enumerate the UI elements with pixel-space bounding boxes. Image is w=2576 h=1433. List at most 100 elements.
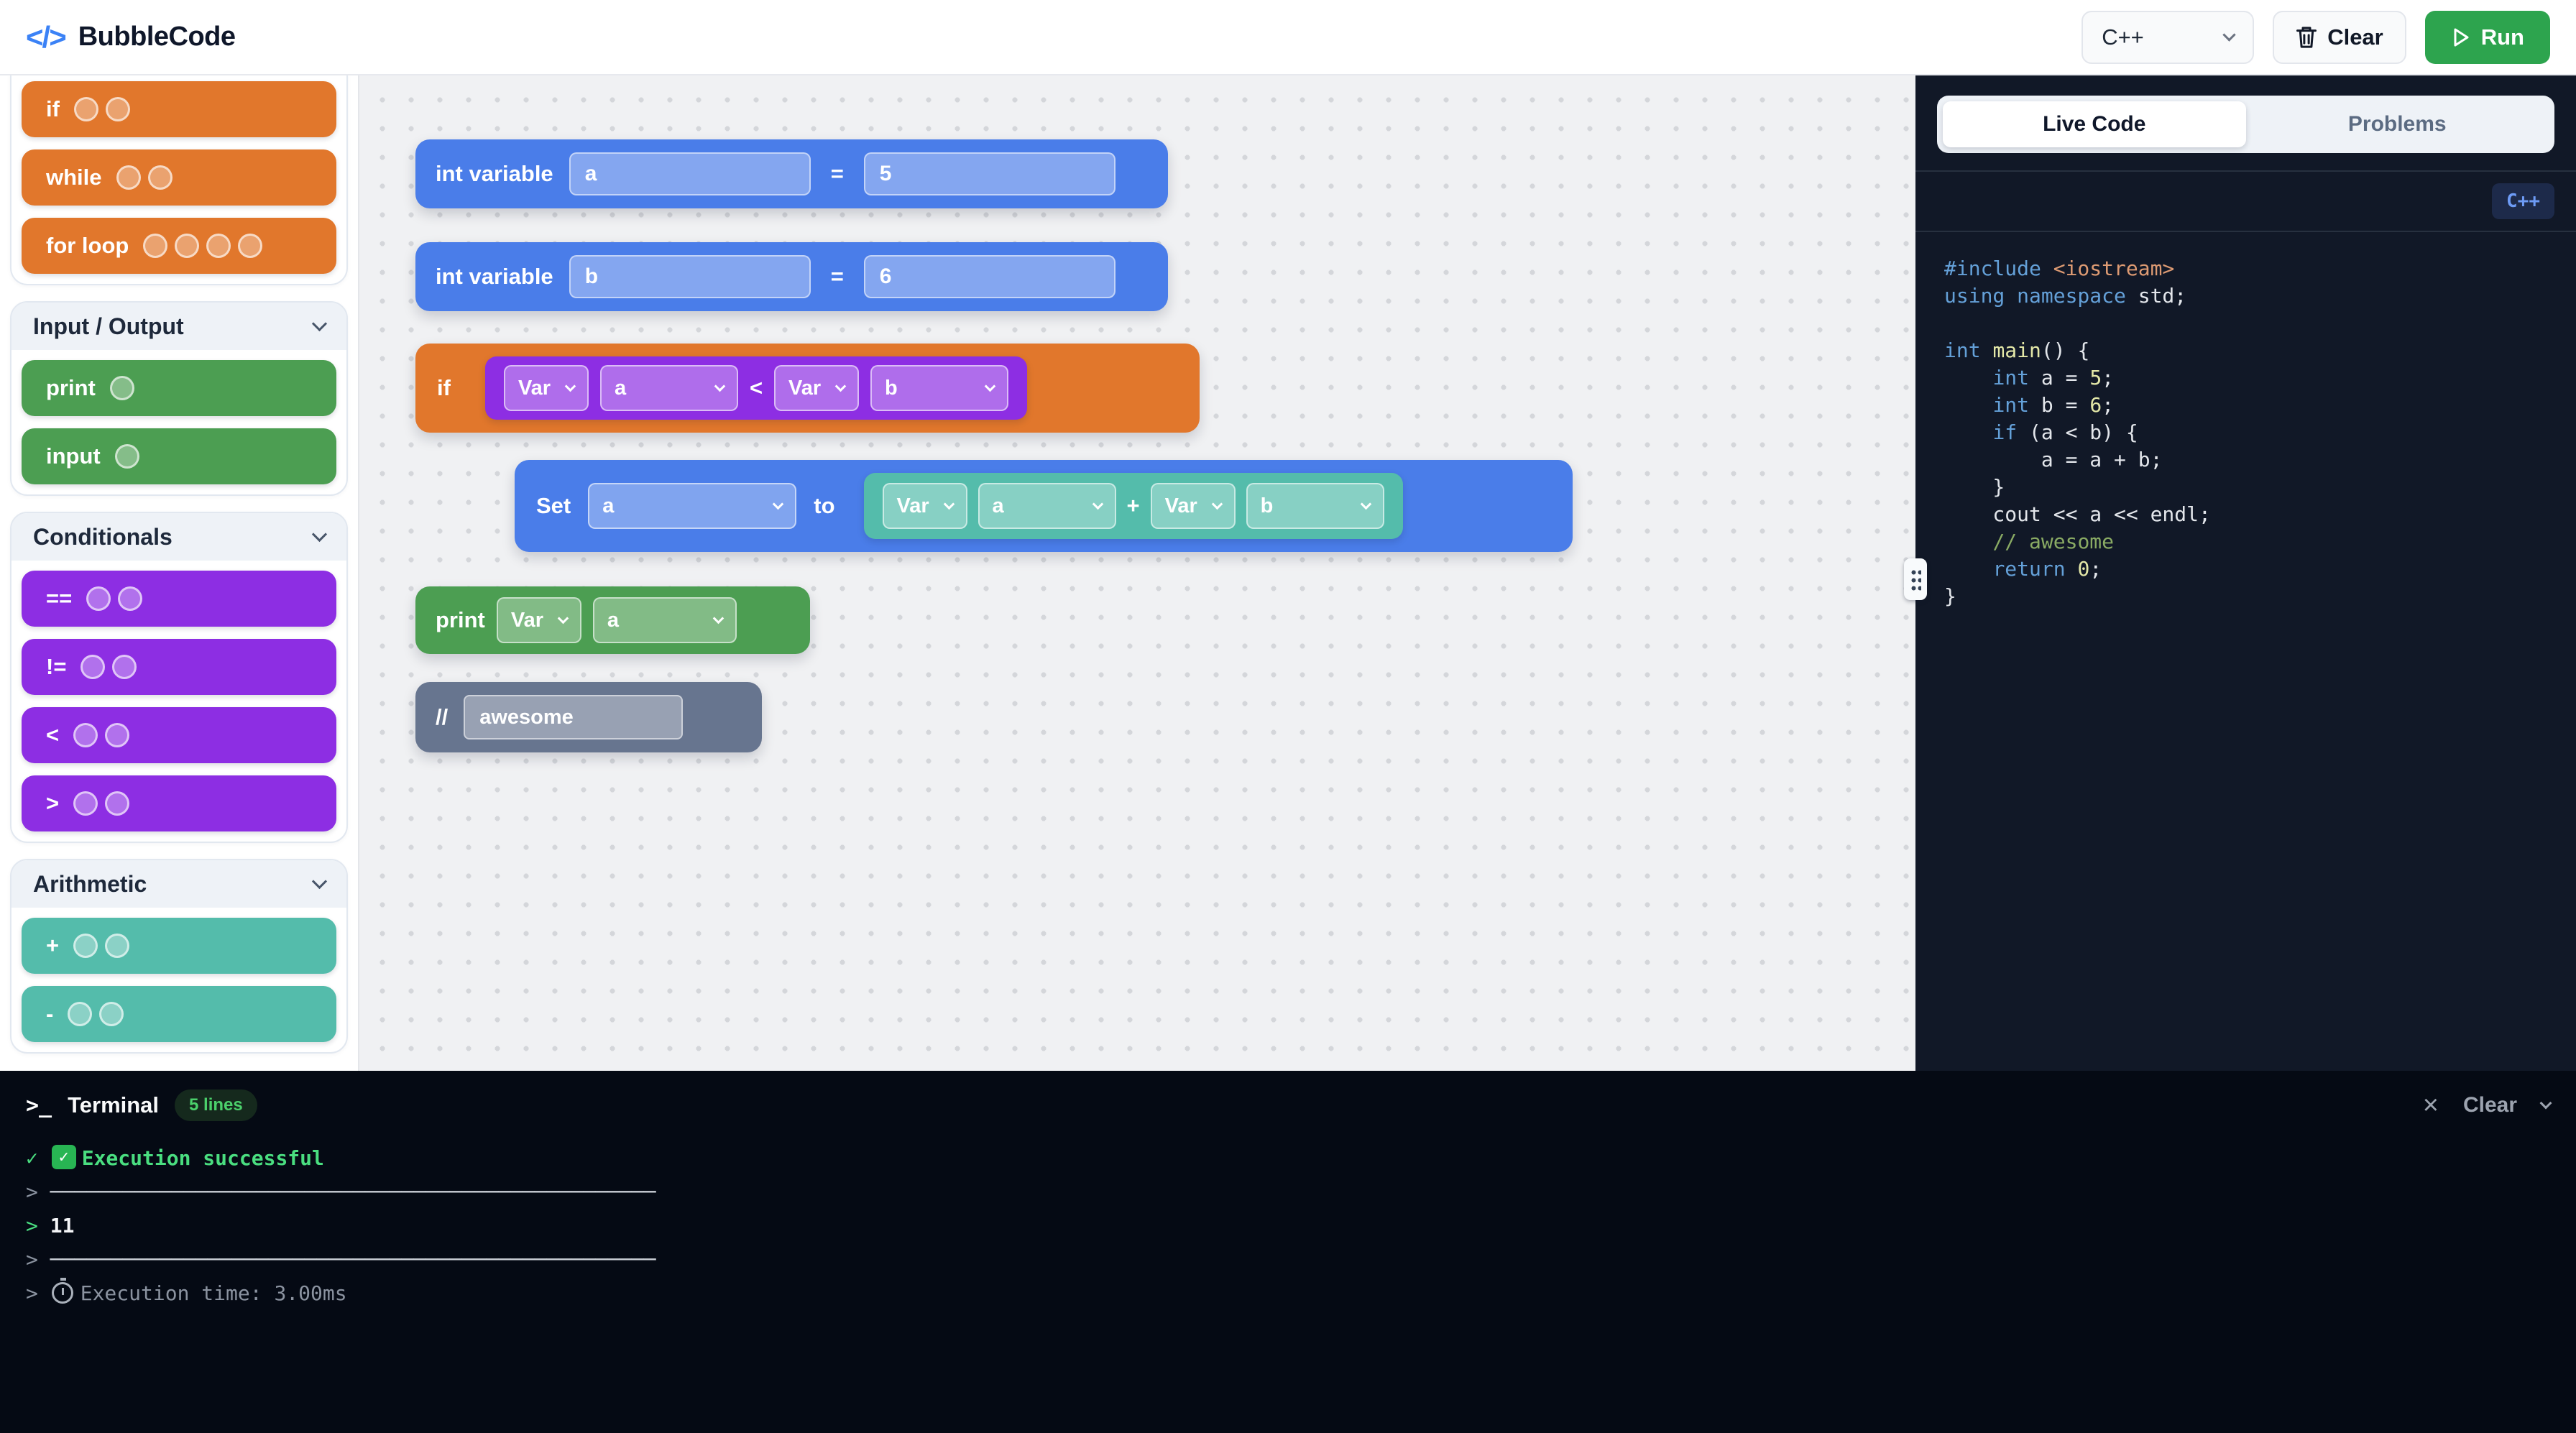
palette-section-input-output: Input / Output print input [10, 301, 348, 496]
clear-button[interactable]: Clear [2273, 10, 2406, 64]
slot-circle [73, 723, 98, 747]
operand-value-dropdown[interactable]: a [978, 483, 1116, 529]
operand-kind-dropdown[interactable]: Var [774, 365, 860, 411]
block-keyword: int variable [436, 264, 553, 289]
palette-block-while[interactable]: while [22, 149, 336, 206]
chevron-down-icon [1360, 498, 1371, 510]
language-badge: C++ [2492, 183, 2554, 219]
section-header-input-output[interactable]: Input / Output [12, 303, 346, 350]
slot-circle [73, 97, 98, 121]
slot-circle [147, 165, 172, 190]
palette-block-minus[interactable]: - [22, 986, 336, 1042]
chevron-down-icon[interactable] [2539, 1097, 2552, 1110]
panel-resize-handle[interactable] [1904, 558, 1927, 600]
block-keyword: print [436, 607, 485, 632]
section-title: Conditionals [33, 523, 172, 550]
canvas-block-comment[interactable]: // awesome [415, 682, 762, 752]
chevron-down-icon [834, 380, 847, 392]
language-select[interactable]: C++ [2082, 10, 2255, 64]
operand-kind-dropdown[interactable]: Var [503, 365, 589, 411]
slot-circle [68, 1002, 93, 1026]
section-header-arithmetic[interactable]: Arithmetic [12, 860, 346, 908]
equals-sign: = [830, 161, 844, 186]
chevron-down-icon [984, 380, 996, 392]
palette-block-greater-than[interactable]: > [22, 775, 336, 831]
slot-circles [68, 1002, 124, 1026]
set-target-dropdown[interactable]: a [588, 483, 797, 529]
canvas-block-int-variable-b[interactable]: int variable b = 6 [415, 242, 1168, 311]
slot-circles [109, 376, 134, 400]
slot-circles [73, 791, 130, 816]
variable-name-input[interactable]: a [569, 152, 811, 195]
header-actions: C++ Clear Run [2082, 10, 2550, 64]
slot-circle [206, 234, 231, 258]
slot-circles [114, 444, 139, 469]
canvas-block-set[interactable]: Set a to Var a + Var b [515, 460, 1573, 552]
app-title: BubbleCode [78, 22, 236, 52]
slot-circles [73, 723, 130, 747]
chevron-down-icon [772, 498, 784, 510]
section-header-conditionals[interactable]: Conditionals [12, 513, 346, 561]
slot-circle [105, 723, 130, 747]
slot-circle [143, 234, 168, 258]
operand-value-dropdown[interactable]: b [870, 365, 1009, 411]
block-label: > [46, 791, 60, 816]
canvas-block-print[interactable]: print Var a [415, 586, 810, 654]
slot-circle [73, 791, 98, 816]
slot-circles [80, 655, 137, 679]
code-toolbar: C++ [1915, 172, 2576, 232]
palette-block-not-equals[interactable]: != [22, 639, 336, 695]
canvas-block-int-variable-a[interactable]: int variable a = 5 [415, 139, 1168, 208]
variable-value-input[interactable]: 6 [863, 255, 1116, 298]
palette-block-for-loop[interactable]: for loop [22, 218, 336, 274]
operator-label: < [749, 375, 763, 400]
operand-kind-dropdown[interactable]: Var [882, 483, 967, 529]
comment-text-input[interactable]: awesome [464, 695, 684, 739]
block-label: print [46, 375, 96, 400]
block-keyword: Set [536, 493, 571, 518]
grip-dots-icon [1910, 568, 1921, 591]
operator-label: + [1126, 493, 1140, 518]
chevron-down-icon [311, 873, 328, 889]
play-icon [2454, 28, 2469, 46]
canvas-block-if[interactable]: if Var a < Var b [415, 344, 1200, 433]
operand-kind-dropdown[interactable]: Var [1150, 483, 1236, 529]
variable-value-input[interactable]: 5 [863, 152, 1116, 195]
slot-circles [86, 586, 143, 611]
palette-block-plus[interactable]: + [22, 918, 336, 974]
slot-circle [175, 234, 200, 258]
variable-name-input[interactable]: b [569, 255, 811, 298]
operand-value-dropdown[interactable]: b [1246, 483, 1384, 529]
palette-block-input[interactable]: input [22, 428, 336, 484]
tab-live-code[interactable]: Live Code [1943, 101, 2246, 147]
set-value-expression[interactable]: Var a + Var b [863, 473, 1403, 539]
operand-value-dropdown[interactable]: a [599, 365, 738, 411]
block-label: == [46, 586, 73, 611]
palette-block-less-than[interactable]: < [22, 707, 336, 763]
terminal-clear-button[interactable]: Clear [2462, 1093, 2517, 1117]
panel-tab-bar: Live Code Problems [1915, 75, 2576, 172]
block-label: if [46, 96, 60, 121]
operand-kind-dropdown[interactable]: Var [496, 597, 581, 643]
block-label: != [46, 654, 67, 679]
block-palette-sidebar: if while for loop Input / Output [0, 75, 359, 1071]
tab-problems[interactable]: Problems [2347, 112, 2447, 136]
palette-block-equals[interactable]: == [22, 571, 336, 627]
slot-circle [116, 165, 141, 190]
generated-code-view: #include <iostream>using namespace std;i… [1944, 257, 2211, 608]
workspace-canvas[interactable]: int variable a = 5 int variable b = 6 if… [359, 75, 1915, 1071]
run-button[interactable]: Run [2424, 10, 2550, 64]
operand-value-dropdown[interactable]: a [592, 597, 737, 643]
main-area: if while for loop Input / Output [0, 75, 2576, 1071]
slot-circle [105, 791, 130, 816]
palette-block-print[interactable]: print [22, 360, 336, 416]
palette-block-if[interactable]: if [22, 81, 336, 137]
chevron-down-icon [1092, 498, 1103, 510]
if-condition-expression[interactable]: Var a < Var b [484, 356, 1028, 420]
section-title: Arithmetic [33, 870, 147, 897]
terminal-lines-badge: 5 lines [175, 1089, 257, 1121]
block-label: - [46, 1001, 54, 1026]
live-code-panel: Live Code Problems C++ #include <iostrea… [1904, 75, 2576, 1071]
palette-section-control: if while for loop [10, 75, 348, 285]
terminal-close-icon[interactable]: × [2422, 1090, 2439, 1120]
